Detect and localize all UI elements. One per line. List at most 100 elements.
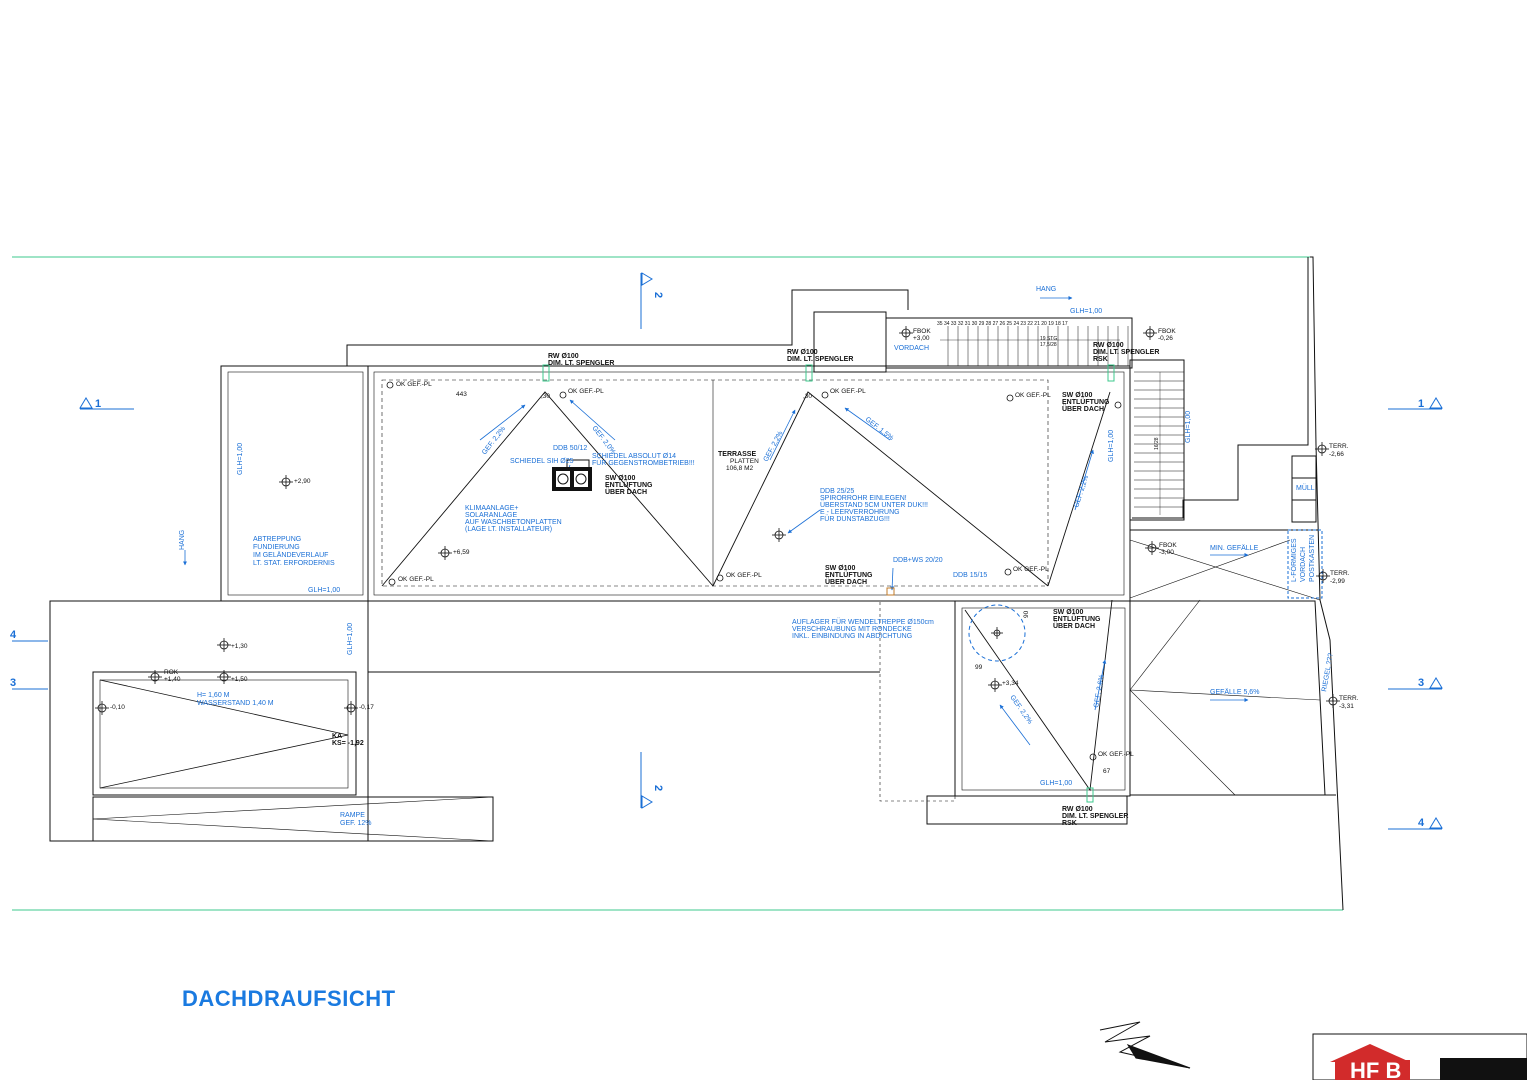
logo-text: HF B xyxy=(1350,1058,1401,1080)
site-outline xyxy=(1130,256,1344,911)
abtreppung-2: FUNDIERUNG xyxy=(253,544,300,551)
abtreppung-4: LT. STAT. ERFORDERNIS xyxy=(253,560,335,567)
stair-ratio: 17,5/28 xyxy=(1040,342,1057,348)
rw-b-line2: DIM. LT. SPENGLER xyxy=(787,356,853,363)
glh-right-mid: GLH=1,00 xyxy=(1108,430,1115,462)
level-290: +2,90 xyxy=(294,478,311,485)
sw-a-line2: ENTLÜFTUNG xyxy=(605,480,653,489)
schiedel-absolut-2: FÜR GEGENSTROMBETRIEB!!! xyxy=(592,459,695,467)
north-arrow xyxy=(1099,1021,1191,1069)
ddb-ws-vent xyxy=(886,587,895,596)
hang-label-left: HANG xyxy=(179,530,186,550)
rw-c-line2: DIM. LT. SPENGLER xyxy=(1093,349,1159,356)
ddb-ws-20-20: DDB+WS 20/20 xyxy=(893,557,943,564)
schiedel-absolut-1: SCHIEDEL ABSOLUT Ø14 xyxy=(592,453,676,460)
stair-ratio-vertical: 16/28 xyxy=(1154,437,1160,450)
abtreppung-1: ABTREPPUNG xyxy=(253,536,301,543)
rampe-label: RAMPE xyxy=(340,812,365,819)
company-logo: HF B xyxy=(1312,1033,1527,1080)
vordach-post-3: POSTKASTEN xyxy=(1309,535,1316,582)
terr-a-label: TERR. xyxy=(1329,443,1349,450)
rw-d-line2: DIM. LT. SPENGLER xyxy=(1062,813,1128,820)
rw-c-line1: RW Ø100 xyxy=(1093,342,1124,349)
abtreppung-3: IM GELÄNDEVERLAUF xyxy=(253,551,328,559)
glh-top: GLH=1,00 xyxy=(1070,308,1102,315)
section-label-4-right: 4 xyxy=(1418,817,1425,829)
section-label-3-right: 3 xyxy=(1418,677,1424,689)
dim-90: 90 xyxy=(1023,610,1030,618)
section-label-4-left: 4 xyxy=(10,629,17,641)
muell-label: MÜLL xyxy=(1296,484,1315,492)
ok-gef-pl-1: OK GEF.-PL xyxy=(396,381,432,388)
ks-label: KS= -1,92 xyxy=(332,740,364,747)
ka-label: KA xyxy=(332,733,342,740)
ddb-25-25-5: FÜR DUNSTABZUG!!! xyxy=(820,515,890,523)
dim-30-b: ,30 xyxy=(803,393,812,400)
klima-4: (LAGE LT. INSTALLATEUR) xyxy=(465,526,552,533)
building-outline xyxy=(49,289,1326,842)
glh-bottom-left: GLH=1,00 xyxy=(308,587,340,594)
klima-2: SOLARANLAGE xyxy=(465,512,517,519)
fbok-top-b-value: -0,26 xyxy=(1158,335,1173,342)
terr-b-value: -2,99 xyxy=(1330,578,1345,585)
chimney xyxy=(552,459,592,491)
sw-d-line3: ÜBER DACH xyxy=(1053,621,1095,630)
terr-c-label: TERR. xyxy=(1339,695,1359,702)
ok-gef-pl-5: OK GEF.-PL xyxy=(398,576,434,583)
auflager-3: INKL. EINBINDUNG IN ABDICHTUNG xyxy=(792,633,912,640)
rok-label: ROK xyxy=(164,669,179,676)
section-label-2-bottom: 2 xyxy=(652,785,664,791)
ok-gef-pl-4: OK GEF.-PL xyxy=(1015,392,1051,399)
rw-c-line3: RSK xyxy=(1093,356,1108,363)
sw-d-line1: SW Ø100 xyxy=(1053,609,1083,616)
section-label-2-top: 2 xyxy=(652,292,664,298)
ddb-25-25-3: ÜBERSTAND 5CM UNTER DUK!!! xyxy=(820,501,928,509)
property-lines xyxy=(12,256,1343,911)
hang-label-top: HANG xyxy=(1036,286,1056,293)
klima-1: KLIMAANLAGE+ xyxy=(465,505,519,512)
sw-c-line1: SW Ø100 xyxy=(825,565,855,572)
terr-b-label: TERR. xyxy=(1330,570,1350,577)
dim-443: 443 xyxy=(456,391,467,398)
terrasse-area: 106,8 M2 xyxy=(726,465,753,472)
auflager-1: AUFLAGER FÜR WENDELTREPPE Ø150cm xyxy=(792,618,934,626)
drawing-title: DACHDRAUFSICHT xyxy=(182,986,396,1011)
terrasse-title: TERRASSE xyxy=(718,451,756,458)
sw-b-line2: ENTLÜFTUNG xyxy=(1062,397,1110,406)
ddb-25-25-1: DDB 25/25 xyxy=(820,488,854,495)
terr-c-value: -3,31 xyxy=(1339,703,1354,710)
sw-c-line2: ENTLÜFTUNG xyxy=(825,570,873,579)
section-label-3-left: 3 xyxy=(10,677,16,689)
ok-gef-pl-6: OK GEF.-PL xyxy=(726,572,762,579)
auflager-2: VERSCHRAUBUNG MIT RONDECKE xyxy=(792,626,912,633)
fbok-top-a-value: +3,00 xyxy=(913,335,930,342)
level-markers xyxy=(95,326,1340,761)
fbok-top-a: FBOK xyxy=(913,328,931,335)
glh-left-room: GLH=1,00 xyxy=(237,443,244,475)
pool-water-level: WASSERSTAND 1,40 M xyxy=(197,700,274,707)
fbok-mid-value: -3,00 xyxy=(1159,549,1174,556)
level-017: -0,17 xyxy=(359,704,374,711)
stair-step-numbers: 35 34 33 32 31 30 29 28 27 26 25 24 23 2… xyxy=(937,321,1068,327)
slope-gef-d: GEF. 1,5% xyxy=(864,416,895,442)
fbok-mid-label: FBOK xyxy=(1159,542,1177,549)
vordach-label: VORDACH xyxy=(894,345,929,352)
stair-count: 19 STG xyxy=(1040,336,1057,342)
rw-d-line1: RW Ø100 xyxy=(1062,806,1093,813)
terr-a-value: -2,66 xyxy=(1329,451,1344,458)
terrasse-platten: PLATTEN xyxy=(730,458,759,465)
rw-d-line3: RSK xyxy=(1062,820,1077,827)
vordach-post-1: L-FÖRMIGES xyxy=(1290,538,1298,582)
slope-arrows xyxy=(183,296,1249,746)
section-label-1-right: 1 xyxy=(1418,398,1424,410)
sw-a-line3: ÜBER DACH xyxy=(605,487,647,496)
slope-gef-a: GEF. 2,2% xyxy=(481,426,507,457)
level-130: +1,30 xyxy=(231,643,248,650)
section-label-1-left: 1 xyxy=(95,398,101,410)
ddb-25-25-4: E - LEERVERROHRUNG xyxy=(820,509,900,516)
ddb-25-25-2: SPIRORROHR EINLEGEN! xyxy=(820,495,907,502)
section-markers xyxy=(12,272,1443,830)
ok-gef-pl-7: OK GEF.-PL xyxy=(1013,566,1049,573)
level-150: +1,50 xyxy=(231,676,248,683)
